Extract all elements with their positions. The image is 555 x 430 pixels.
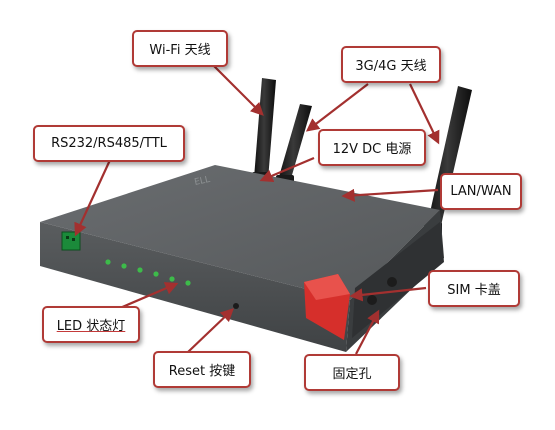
callout-label: 3G/4G 天线	[355, 59, 427, 74]
callout-label: Reset 按键	[168, 364, 236, 379]
status-led	[105, 259, 111, 265]
wifi-antenna	[252, 78, 276, 184]
power-arrow	[259, 156, 315, 182]
status-leds	[105, 259, 191, 286]
serial-arrow	[74, 159, 111, 237]
status-led	[169, 276, 175, 282]
callout-label: LAN/WAN	[450, 184, 512, 199]
cellular-arrow-left	[305, 83, 369, 132]
callout-serial-ports: RS232/RS485/TTL	[33, 125, 185, 162]
sim-cover	[304, 274, 350, 340]
lanwan-arrow	[341, 188, 439, 202]
wifi-arrow	[209, 61, 264, 116]
callout-power: 12V DC 电源	[318, 129, 426, 166]
reset-hole	[233, 303, 239, 309]
callout-label: 固定孔	[332, 367, 372, 382]
callout-status-leds: LED 状态灯	[42, 306, 140, 343]
sim-arrow	[349, 286, 427, 302]
callout-label: Wi-Fi 天线	[149, 43, 211, 58]
callout-label: LED 状态灯	[56, 319, 126, 334]
status-led	[137, 267, 143, 273]
brand-mark: ELL	[194, 175, 211, 188]
callout-wifi-antenna: Wi-Fi 天线	[132, 30, 228, 67]
status-led	[121, 263, 127, 269]
callout-sim-cover: SIM 卡盖	[428, 270, 520, 307]
callout-label: RS232/RS485/TTL	[51, 136, 167, 151]
mount-arrow	[355, 309, 380, 355]
router-body: ELL	[40, 165, 444, 352]
serial-terminal	[61, 231, 81, 251]
status-led	[153, 271, 159, 277]
led-arrow	[119, 282, 179, 310]
cellular-arrow-right	[409, 83, 440, 145]
callout-reset-button: Reset 按键	[153, 351, 251, 388]
callout-mounting-hole: 固定孔	[304, 354, 400, 391]
cellular-antenna-left	[276, 104, 312, 187]
reset-arrow	[187, 308, 234, 353]
callout-lan-wan: LAN/WAN	[440, 173, 522, 210]
status-led	[185, 280, 191, 286]
callout-label: 12V DC 电源	[332, 142, 412, 157]
callout-label: SIM 卡盖	[447, 283, 501, 298]
callout-cellular-antenna: 3G/4G 天线	[341, 46, 441, 83]
